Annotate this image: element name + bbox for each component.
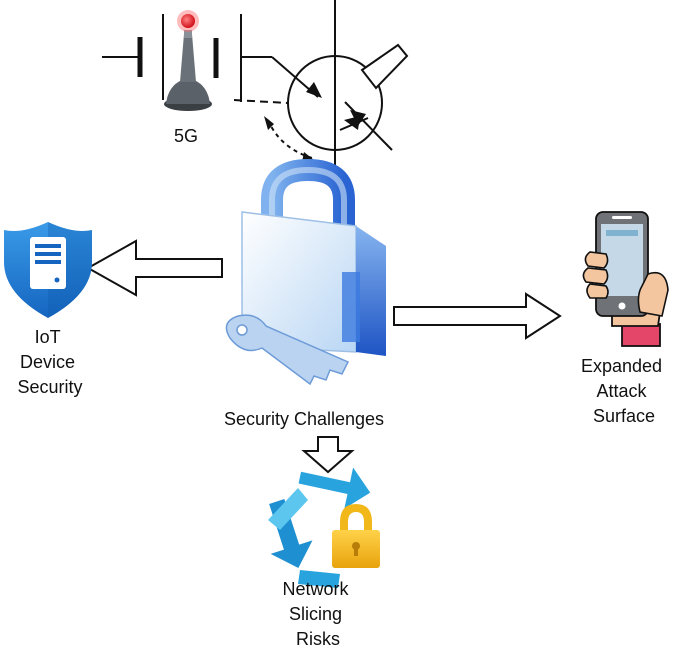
cycle-lock-icon (268, 467, 380, 588)
slicing-label-line-2: Slicing (289, 604, 342, 624)
shield-server-icon (4, 222, 92, 318)
network-label: 5G (174, 126, 198, 146)
hand-phone-icon (582, 211, 669, 347)
antenna-icon (164, 10, 212, 111)
arrow-to-iot (85, 239, 223, 297)
center-label: Security Challenges (224, 409, 384, 429)
network-circuit (102, 14, 319, 104)
slicing-label-line-1: Network (282, 579, 349, 599)
attack-surface-label: Expanded Attack Surface (581, 356, 667, 426)
iot-label-line-2: Device (20, 352, 75, 372)
attack-surface-line-2: Attack (596, 381, 647, 401)
slicing-label-line-3: Risks (296, 629, 340, 649)
attack-surface-line-3: Surface (593, 406, 655, 426)
iot-label: IoT Device Security (17, 327, 82, 397)
arrow-to-slicing (301, 436, 355, 474)
circuit-dashed-wire (233, 99, 289, 104)
iot-label-line-1: IoT (35, 327, 61, 347)
padlock-key-icon (225, 158, 386, 386)
iot-label-line-3: Security (17, 377, 82, 397)
slicing-label: Network Slicing Risks (282, 579, 353, 649)
circuit-switch-icon (264, 0, 409, 186)
arrow-to-attack-surface (393, 292, 562, 340)
attack-surface-line-1: Expanded (581, 356, 662, 376)
